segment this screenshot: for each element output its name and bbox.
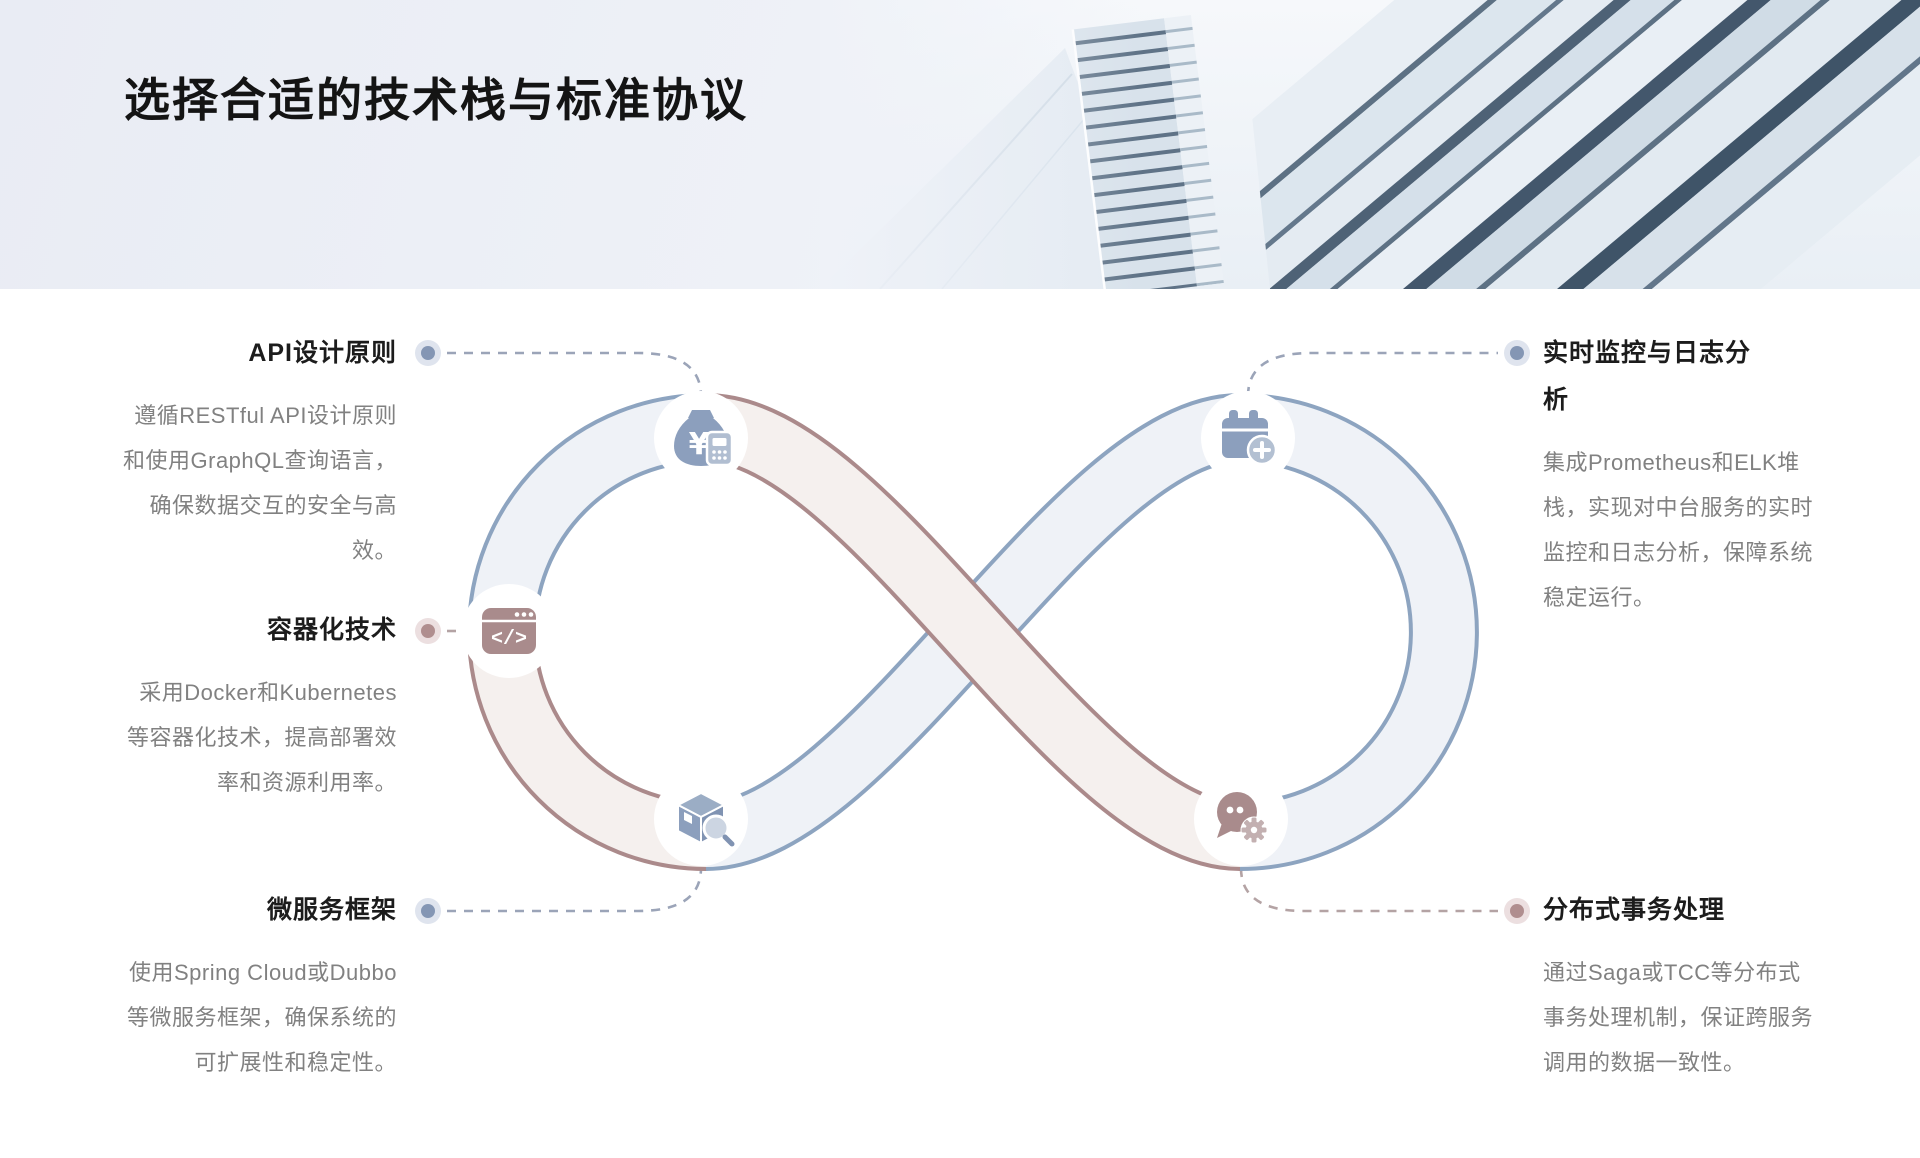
package-search-icon: [677, 792, 735, 847]
skyscraper-photo-graphic: [820, 0, 1920, 289]
connector-transaction: [1239, 867, 1498, 913]
item-transaction: 分布式事务处理 通过Saga或TCC等分布式事务处理机制，保证跨服务调用的数据一…: [1543, 887, 1819, 1085]
browser-code-icon: </>: [482, 608, 536, 654]
item-description: 通过Saga或TCC等分布式事务处理机制，保证跨服务调用的数据一致性。: [1543, 960, 1814, 1075]
marker-dot-containerization: [415, 618, 441, 644]
svg-text:</>: </>: [491, 628, 527, 651]
item-title: 容器化技术: [266, 616, 397, 644]
item-description: 集成Prometheus和ELK堆栈，实现对中台服务的实时监控和日志分析，保障系…: [1543, 450, 1814, 610]
connector-api-design: [447, 351, 703, 397]
chat-gear-icon: [1217, 792, 1268, 844]
item-description: 采用Docker和Kubernetes等容器化技术，提高部署效率和资源利用率。: [126, 680, 397, 795]
item-api-design: API设计原则 遵循RESTful API设计原则和使用GraphQL查询语言，…: [121, 330, 397, 573]
item-containerization: 容器化技术 采用Docker和Kubernetes等容器化技术，提高部署效率和资…: [121, 607, 397, 805]
item-monitoring: 实时监控与日志分析 集成Prometheus和ELK堆栈，实现对中台服务的实时监…: [1543, 330, 1819, 620]
node-containerization: </>: [462, 584, 556, 678]
item-title: 微服务框架: [266, 896, 397, 924]
item-description: 使用Spring Cloud或Dubbo等微服务框架，确保系统的可扩展性和稳定性…: [126, 960, 397, 1075]
marker-dot-microservice: [415, 898, 441, 924]
node-monitoring: [1201, 391, 1295, 485]
node-transaction: [1194, 772, 1288, 866]
marker-dot-monitoring: [1504, 340, 1530, 366]
calendar-plus-icon: [1222, 410, 1278, 466]
item-title: API设计原则: [248, 339, 397, 367]
item-title: 分布式事务处理: [1543, 896, 1726, 924]
item-title: 实时监控与日志分析: [1543, 339, 1752, 414]
marker-dot-transaction: [1504, 898, 1530, 924]
svg-text:¥: ¥: [689, 427, 710, 462]
connector-monitoring: [1246, 351, 1498, 397]
item-description: 遵循RESTful API设计原则和使用GraphQL查询语言，确保数据交互的安…: [123, 403, 397, 563]
node-api-design: ¥: [654, 391, 748, 485]
item-microservice: 微服务框架 使用Spring Cloud或Dubbo等微服务框架，确保系统的可扩…: [121, 887, 397, 1085]
marker-dot-api-design: [415, 340, 441, 366]
connector-microservice: [447, 867, 703, 913]
node-microservice: [654, 772, 748, 866]
page-title: 选择合适的技术栈与标准协议: [124, 74, 748, 126]
money-bag-calculator-icon: ¥: [674, 410, 734, 467]
skyscraper-photo: [820, 0, 1920, 289]
header-banner: 选择合适的技术栈与标准协议: [0, 0, 1920, 289]
